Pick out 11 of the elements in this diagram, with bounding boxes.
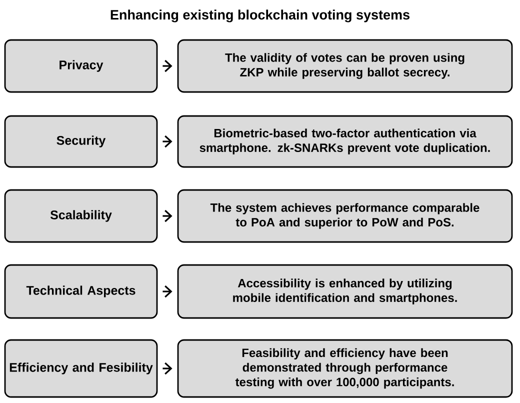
description-box: Accessibility is enhanced by utilizing mobile identification and smartphones. xyxy=(177,264,513,319)
category-box: Efficiency and Fesibility xyxy=(4,339,158,398)
category-box: Security xyxy=(4,115,158,168)
title: Enhancing existing blockchain voting systems xyxy=(110,10,410,22)
category-box: Scalability xyxy=(4,189,158,243)
description-box: The system achieves performance comparable to PoA and superior to PoW and PoS. xyxy=(177,189,513,243)
description-box: Biometric-based two-factor authentication via smartphone. zk-SNARKs prevent vote duplication. xyxy=(177,115,513,168)
category-box: Privacy xyxy=(4,39,158,93)
description-box: The validity of votes can be proven using ZKP while preserving ballot secrecy. xyxy=(177,39,513,93)
description-box: Feasibility and efficiency have been demonstrated through performance testing with over 100,000 participants. xyxy=(177,339,513,398)
category-box: Technical Aspects xyxy=(4,264,158,319)
